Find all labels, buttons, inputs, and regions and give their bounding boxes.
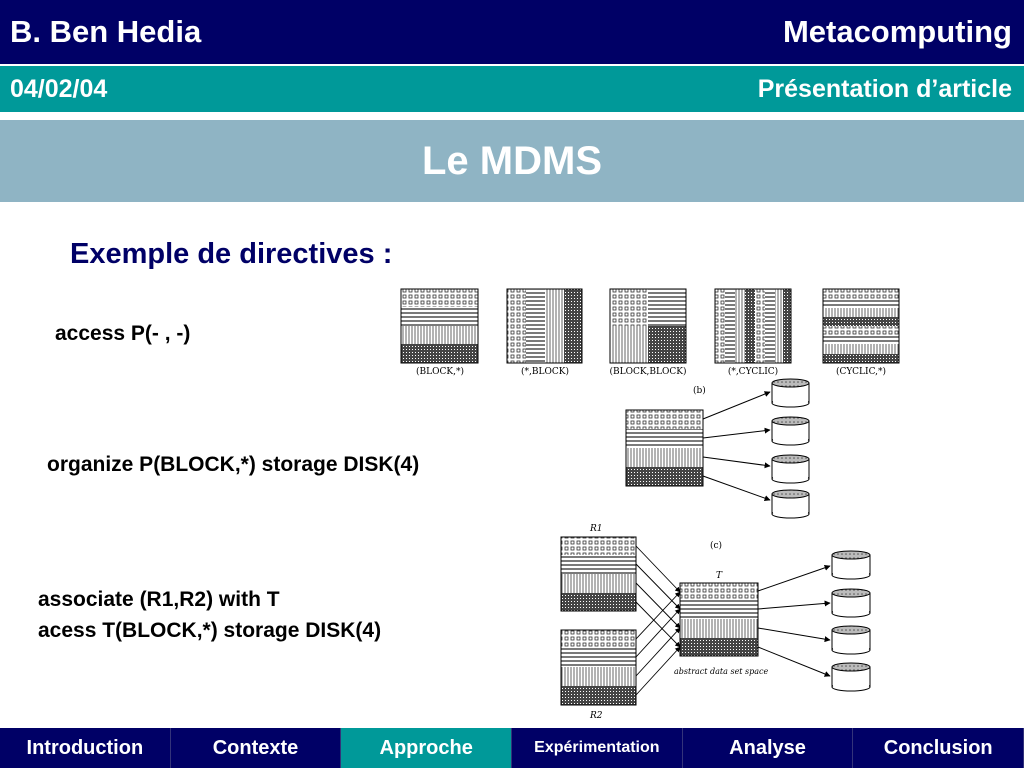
- nav-approche[interactable]: Approche: [341, 728, 513, 768]
- access-directive: access P(- , -): [55, 322, 191, 345]
- nav-introduction[interactable]: Introduction: [0, 728, 171, 768]
- organize-arrows: [702, 391, 771, 502]
- disk-icon: [771, 489, 810, 519]
- slide-heading: Exemple de directives :: [70, 238, 393, 270]
- abstract-label: abstract data set space: [674, 667, 769, 676]
- organize-directive: organize P(BLOCK,*) storage DISK(4): [47, 453, 420, 476]
- label-b: (b): [693, 385, 706, 396]
- grid-t: [679, 582, 759, 657]
- header-bar: B. Ben Hedia Metacomputing: [0, 0, 1024, 64]
- nav-conclusion[interactable]: Conclusion: [853, 728, 1024, 768]
- disks-b: [771, 378, 810, 519]
- label-t: T: [716, 571, 723, 581]
- caption-block-star: (BLOCK,*): [416, 366, 464, 377]
- section-nav: Introduction Contexte Approche Expérimen…: [0, 728, 1024, 768]
- grid-block-star: [400, 288, 479, 364]
- associate-arrows: [635, 545, 681, 696]
- topic-title: Metacomputing: [782, 14, 1012, 49]
- distribution-grids: [400, 288, 900, 364]
- caption-block-block: (BLOCK,BLOCK): [609, 366, 686, 377]
- section-title: Présentation d’article: [757, 75, 1012, 103]
- nav-analyse[interactable]: Analyse: [683, 728, 854, 768]
- disk-icon: [771, 416, 810, 446]
- grid-cyclic-star: [822, 288, 900, 364]
- label-c: (c): [710, 540, 722, 551]
- grid-star-cyclic: [714, 288, 792, 364]
- slide-title: Le MDMS: [0, 120, 1024, 202]
- caption-cyclic-star: (CYCLIC,*): [836, 366, 886, 377]
- caption-star-block: (*,BLOCK): [521, 366, 569, 377]
- disk-icon: [831, 662, 871, 692]
- disk-icon: [771, 454, 810, 484]
- caption-star-cyclic: (*,CYCLIC): [728, 366, 778, 377]
- grid-r2: [560, 629, 637, 706]
- grid-star-block: [506, 288, 583, 364]
- disk-icon: [831, 550, 871, 580]
- date: 04/02/04: [10, 75, 108, 103]
- grid-r1: [560, 536, 637, 612]
- disk-icon: [771, 378, 810, 408]
- nav-experimentation[interactable]: Expérimentation: [512, 728, 683, 768]
- disk-icon: [831, 625, 871, 655]
- acess-directive: acess T(BLOCK,*) storage DISK(4): [38, 619, 382, 642]
- associate-directive: associate (R1,R2) with T: [38, 588, 280, 611]
- organize-grid: [625, 409, 704, 487]
- label-r1: R1: [589, 524, 603, 534]
- disk-icon: [831, 588, 871, 618]
- subheader-bar: 04/02/04 Présentation d’article: [0, 66, 1024, 112]
- grid-block-block: [609, 288, 687, 364]
- disks-c: [831, 550, 871, 692]
- author-name: B. Ben Hedia: [10, 14, 202, 49]
- t-disk-arrows: [757, 564, 831, 677]
- nav-contexte[interactable]: Contexte: [171, 728, 342, 768]
- label-r2: R2: [589, 711, 603, 721]
